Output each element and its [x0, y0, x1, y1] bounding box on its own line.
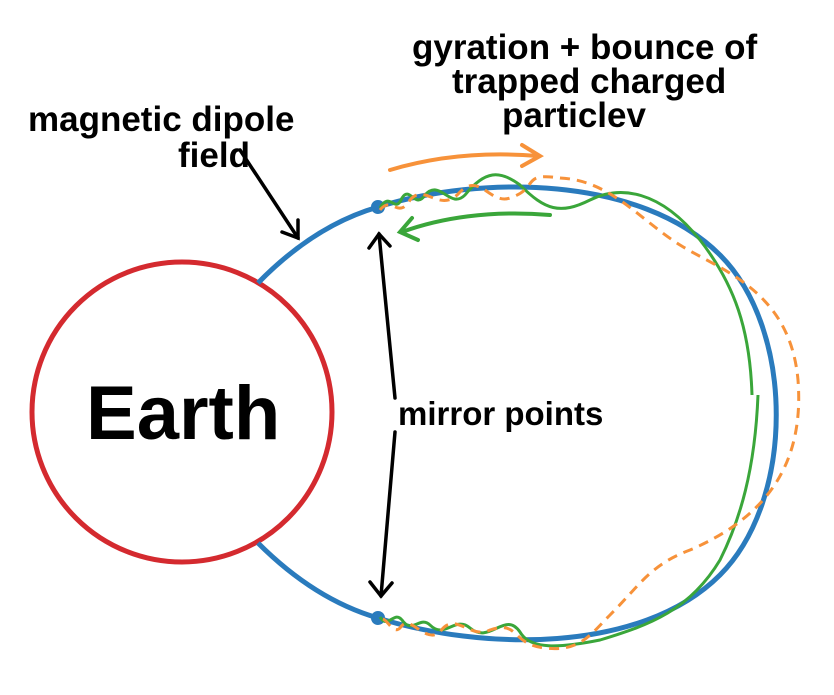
field-label-line-1: magnetic dipole — [28, 100, 295, 139]
earth-circle — [29, 259, 335, 565]
mirror-arrow-bottom — [368, 430, 397, 599]
title-line-2: trapped charged — [452, 62, 727, 101]
title-line-3: particlev — [502, 96, 646, 135]
field-label-line-2: field — [178, 136, 250, 175]
title-line-1: gyration + bounce of — [412, 28, 758, 67]
earth-label: Earth — [86, 371, 281, 456]
mirror-point-bottom — [371, 611, 385, 625]
mirror-arrow-top — [367, 231, 397, 400]
particle-path-orange — [378, 175, 801, 651]
mirror-points-label: mirror points — [398, 395, 604, 432]
field-pointer-arrow — [238, 148, 300, 241]
orange-direction-arrow — [388, 143, 544, 172]
green-direction-arrow — [396, 211, 552, 242]
